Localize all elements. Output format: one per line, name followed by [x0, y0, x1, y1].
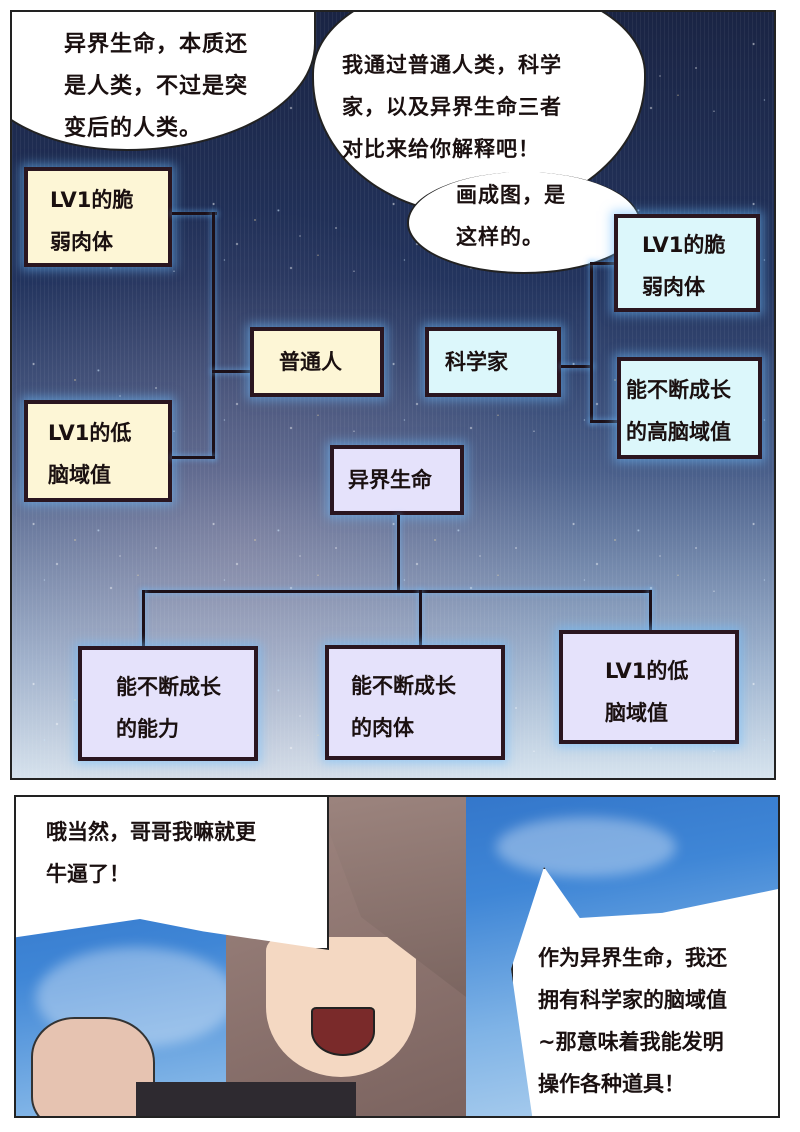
connector	[172, 212, 217, 215]
trait-box-otherworld-brain: LV1的低 脑域值	[559, 630, 739, 744]
connector	[590, 262, 593, 423]
speech-text-right-tail: 画成图，是 这样的。	[456, 183, 566, 249]
trait-box-otherworld-ability: 能不断成长 的能力	[78, 646, 258, 761]
connector	[649, 590, 652, 632]
connector	[142, 590, 145, 652]
connector	[397, 515, 400, 592]
connector	[561, 365, 593, 368]
trait-box-ordinary-body: LV1的脆 弱肉体	[24, 167, 172, 267]
character-fist	[31, 1017, 155, 1116]
speech-text-left: 异界生命，本质还 是人类，不过是突 变后的人类。	[64, 32, 249, 141]
trait-box-ordinary-brain: LV1的低 脑域值	[24, 400, 172, 502]
speech-text-right: 我通过普通人类，科学 家，以及异界生命三者 对比来给你解释吧！	[342, 53, 562, 161]
connector	[419, 590, 422, 652]
trait-box-scientist-body: LV1的脆 弱肉体	[614, 214, 760, 312]
connector	[212, 370, 254, 373]
category-box-otherworld: 异界生命	[330, 445, 464, 515]
speech-text-right: 作为异界生命，我还 拥有科学家的脑域值 ~那意味着我能发明 操作各种道具！	[538, 946, 727, 1096]
connector	[142, 590, 652, 593]
connector	[590, 420, 620, 423]
connector	[172, 456, 215, 459]
comic-panel-character: 哦当然，哥哥我嘛就更 牛逼了！ 作为异界生命，我还 拥有科学家的脑域值 ~那意味…	[14, 795, 780, 1118]
speech-text-top-left: 哦当然，哥哥我嘛就更 牛逼了！	[46, 820, 256, 886]
character-jacket	[136, 1082, 356, 1116]
trait-box-otherworld-body: 能不断成长 的肉体	[325, 645, 505, 760]
connector	[212, 212, 215, 459]
trait-box-scientist-brain: 能不断成长 的高脑域值	[617, 357, 762, 459]
category-box-scientist: 科学家	[425, 327, 561, 397]
comic-panel-diagram: 异界生命，本质还 是人类，不过是突 变后的人类。 我通过普通人类，科学 家，以及…	[10, 10, 776, 780]
connector	[590, 262, 616, 265]
speech-box-top-left	[16, 797, 329, 950]
category-box-ordinary: 普通人	[250, 327, 384, 397]
character-mouth	[311, 1007, 375, 1056]
cloud	[496, 817, 676, 877]
